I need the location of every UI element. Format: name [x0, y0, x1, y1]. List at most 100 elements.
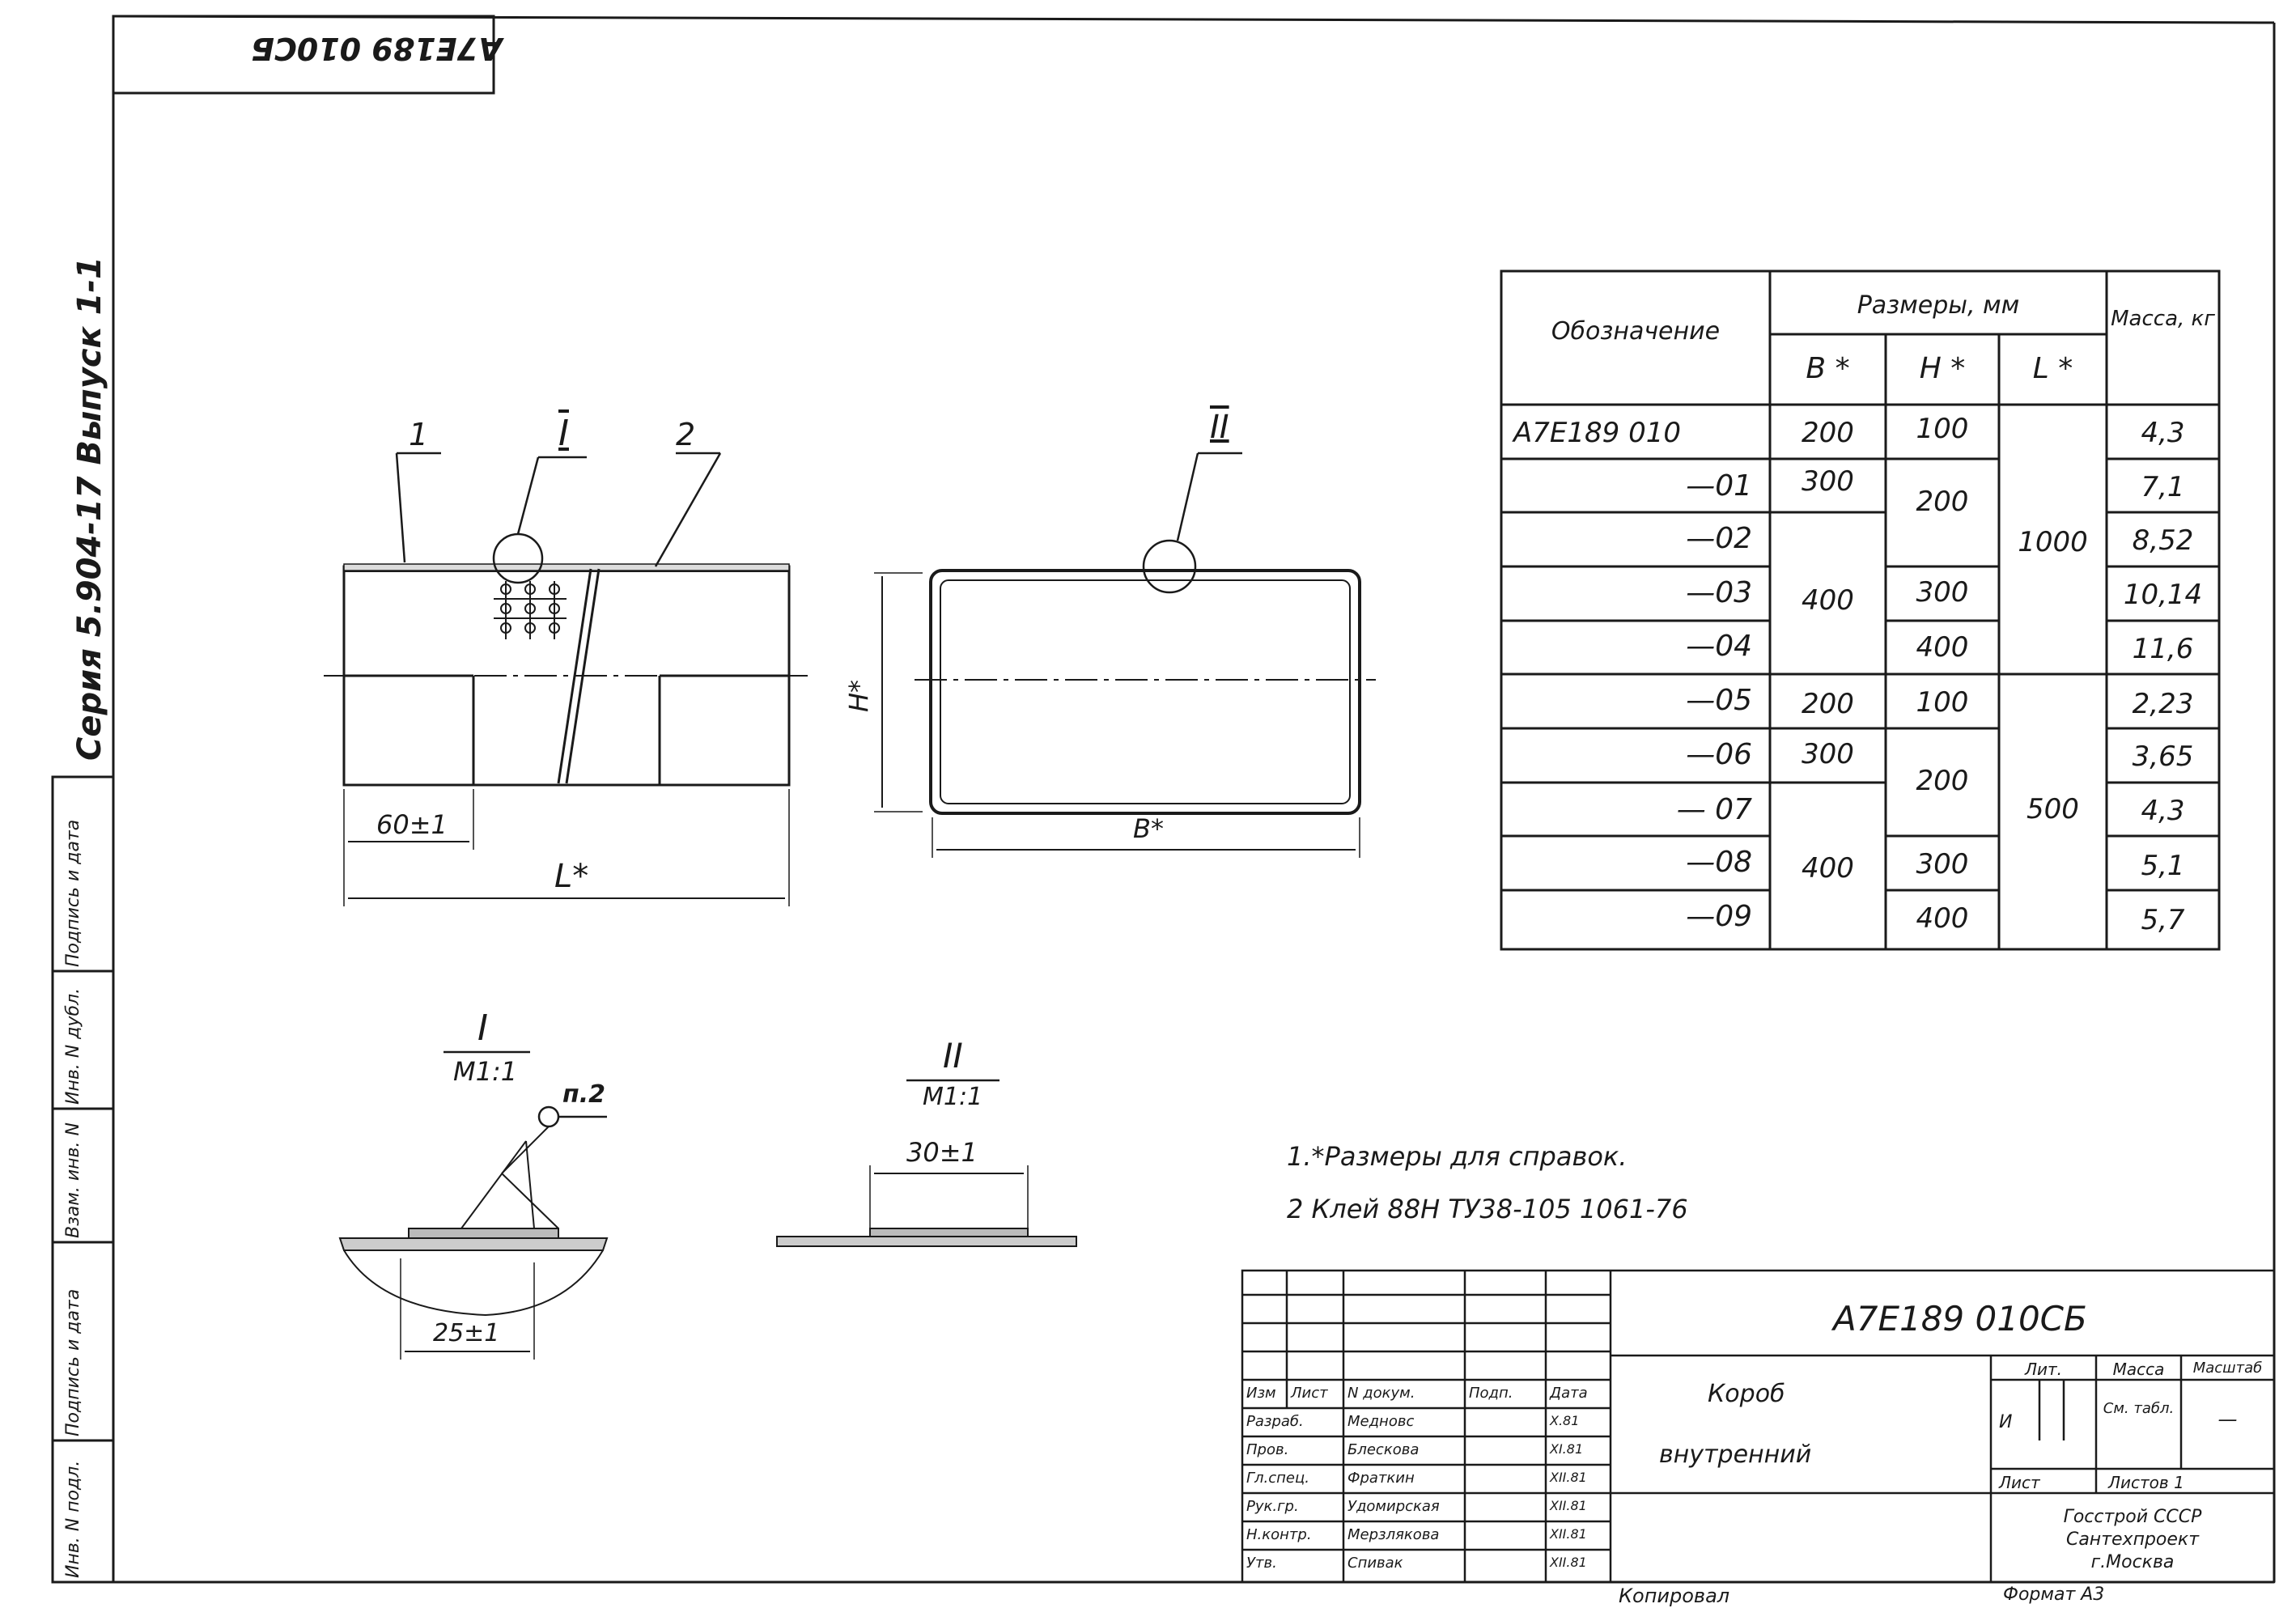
section-view [874, 452, 1376, 858]
row-mass: 10,14 [2123, 579, 2203, 611]
series-text: Серия 5.904-17 Выпуск 1-1 [71, 257, 108, 761]
tb-list-label: Лист [1999, 1473, 2040, 1492]
tb-masshtab-value: — [2217, 1408, 2238, 1431]
row-mass: 5,1 [2141, 850, 2185, 882]
dim-B: B* [1133, 813, 1164, 844]
row-H: 300 [1916, 576, 1969, 609]
margin-label-4: Подпись и дата [63, 1288, 83, 1436]
table-h-designation: Обозначение [1551, 317, 1721, 346]
row-designation: —09 [1686, 900, 1752, 933]
footer-copied: Копировал [1619, 1585, 1730, 1607]
margin-label-3: Взам. инв. N [63, 1122, 83, 1238]
row-mass: 3,65 [2132, 740, 2194, 773]
dim-H: H* [843, 679, 874, 712]
doc-code: А7Е189 010СБ [1833, 1299, 2087, 1339]
tb-role: Разраб. [1246, 1413, 1304, 1430]
table-h-L: L * [2032, 352, 2073, 385]
tb-h-izm: Изм [1246, 1385, 1276, 1402]
tb-name: Фраткин [1347, 1470, 1415, 1487]
note-1: 1.*Размеры для справок. [1287, 1141, 1628, 1172]
detail-II [776, 1079, 1077, 1247]
tb-date: XI.81 [1550, 1441, 1584, 1457]
tb-name: Блескова [1347, 1441, 1420, 1458]
tb-lit-value: И [1999, 1412, 2013, 1432]
detail-I [338, 1050, 609, 1360]
callout-1: 1 [409, 417, 429, 452]
tb-name: Медновс [1347, 1413, 1415, 1430]
row-mass: 11,6 [2132, 633, 2194, 665]
row-H: 400 [1916, 902, 1969, 935]
dim-60: 60±1 [376, 809, 448, 840]
row-H: 300 [1916, 848, 1969, 880]
row-designation: —05 [1686, 684, 1752, 717]
tb-date: XII.81 [1550, 1498, 1587, 1513]
tb-name: Спивак [1347, 1555, 1403, 1572]
merged-B-400-a: 400 [1802, 584, 1854, 617]
tb-org-3: г.Москва [2090, 1552, 2175, 1572]
table-h-mass: Масса, кг [2111, 307, 2215, 331]
tb-role: Гл.спец. [1246, 1470, 1309, 1487]
detail-II-dim: 30±1 [906, 1137, 978, 1168]
tb-h-ndoc: N докум. [1347, 1385, 1415, 1402]
tb-name: Удомирская [1347, 1498, 1440, 1515]
row-mass: 4,3 [2141, 795, 2185, 827]
table-h-H: H * [1919, 352, 1966, 385]
merged-H-200-a: 200 [1916, 486, 1969, 518]
tb-h-podp: Подп. [1469, 1385, 1513, 1402]
merged-L-500: 500 [2027, 793, 2079, 825]
row-mass: 8,52 [2132, 524, 2194, 557]
item-name-2: внутренний [1659, 1440, 1812, 1469]
row-designation: А7Е189 010 [1513, 417, 1681, 449]
tb-h-massa: Масса [2112, 1360, 2165, 1379]
tb-org-2: Сантехпроект [2065, 1530, 2200, 1550]
row-B: 300 [1802, 738, 1854, 770]
row-H: 400 [1916, 631, 1969, 664]
row-designation: —01 [1686, 469, 1752, 503]
note-2: 2 Клей 88Н ТУ38-105 1061-76 [1287, 1194, 1688, 1224]
row-designation: —03 [1686, 576, 1752, 609]
tb-h-masshtab: Масштаб [2192, 1360, 2263, 1377]
item-name-1: Короб [1708, 1380, 1785, 1408]
detail-II-title: II [943, 1036, 963, 1076]
row-B: 200 [1802, 417, 1854, 449]
tb-date: XII.81 [1550, 1526, 1587, 1542]
row-mass: 2,23 [2132, 688, 2194, 720]
detail-I-dim: 25±1 [433, 1319, 500, 1347]
title-block [1241, 1269, 2276, 1584]
tb-date: XII.81 [1550, 1470, 1587, 1485]
tb-name: Мерзлякова [1347, 1526, 1440, 1543]
callout-II: II [1210, 409, 1229, 446]
row-designation: —06 [1686, 738, 1752, 771]
merged-H-200-b: 200 [1916, 765, 1969, 797]
tb-date: XII.81 [1550, 1555, 1587, 1570]
row-B: 300 [1802, 465, 1854, 498]
merged-B-400-b: 400 [1802, 852, 1854, 885]
dim-L: L* [554, 858, 589, 895]
tb-role: Рук.гр. [1246, 1498, 1299, 1515]
row-B: 200 [1802, 688, 1854, 720]
row-designation: — 07 [1676, 793, 1752, 826]
tb-h-data: Дата [1550, 1385, 1588, 1402]
margin-label-5: Инв. N подл. [63, 1460, 83, 1578]
tb-role: Пров. [1246, 1441, 1289, 1458]
side-view [324, 452, 809, 906]
spec-table [1500, 269, 2221, 951]
tb-role: Утв. [1246, 1555, 1277, 1572]
row-mass: 7,1 [2141, 471, 2185, 503]
detail-I-title: I [477, 1008, 488, 1049]
row-designation: —08 [1686, 846, 1752, 879]
row-mass: 4,3 [2141, 417, 2185, 449]
tb-org-1: Госстрой СССР [2063, 1507, 2202, 1527]
tb-massa-value: См. табл. [2103, 1400, 2175, 1417]
table-h-sizes: Размеры, мм [1857, 291, 2020, 320]
tb-h-lit: Лит. [2024, 1360, 2063, 1379]
margin-label-1: Подпись и дата [63, 819, 83, 967]
callout-2: 2 [676, 417, 696, 452]
row-designation: —04 [1686, 630, 1752, 663]
detail-II-scale: M1:1 [923, 1083, 983, 1111]
callout-I: I [558, 413, 569, 454]
left-label-column [51, 775, 115, 1584]
row-H: 100 [1916, 413, 1969, 445]
stamp-code: А7Е189 010СБ [251, 31, 503, 66]
row-H: 100 [1916, 686, 1969, 719]
